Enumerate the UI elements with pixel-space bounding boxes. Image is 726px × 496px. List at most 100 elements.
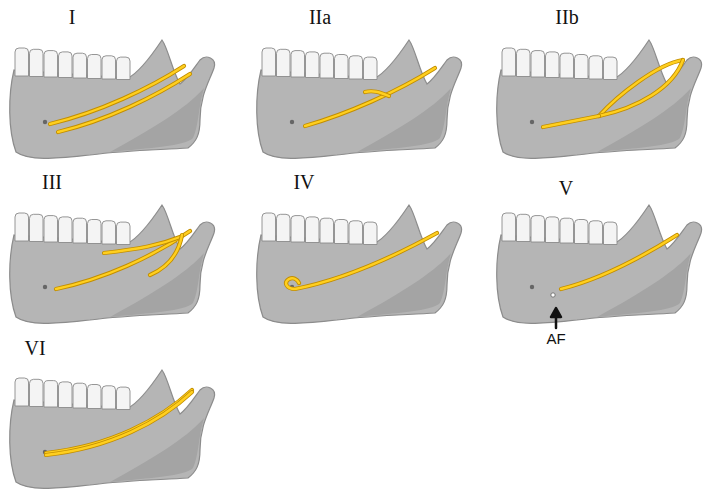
tooth	[15, 378, 29, 406]
mandible	[10, 40, 215, 158]
nerve-canal	[599, 60, 683, 116]
nerve-canal	[46, 390, 192, 453]
tooth	[364, 222, 378, 244]
variant-label: IIb	[555, 6, 578, 28]
nerve-canal-outline	[305, 68, 435, 126]
nerve-canal	[543, 116, 599, 127]
tooth	[44, 381, 58, 407]
tooth	[364, 57, 378, 79]
mandible	[497, 205, 702, 328]
nerve-canal	[46, 392, 192, 455]
tooth	[335, 55, 349, 79]
mandible	[10, 370, 215, 488]
tooth	[560, 53, 574, 78]
tooth	[291, 216, 305, 242]
nerve-canal	[50, 66, 184, 124]
nerve-canal	[599, 60, 683, 116]
tooth	[102, 386, 116, 409]
mandible	[257, 40, 462, 158]
variant-label: III	[42, 171, 62, 193]
nerve-canal-outline	[150, 235, 182, 275]
mandible-bone	[497, 205, 702, 323]
tooth	[546, 217, 560, 243]
tooth	[335, 220, 349, 244]
variant-label: IIa	[309, 6, 331, 28]
mandible	[257, 205, 462, 323]
mental-foramen	[530, 285, 534, 289]
mental-foramen	[530, 120, 534, 124]
accessory-foramen	[551, 293, 555, 297]
tooth	[30, 49, 44, 76]
mandible	[497, 40, 702, 158]
tooth	[277, 214, 291, 241]
nerve-canal-outline	[46, 392, 192, 455]
nerve-canal	[286, 233, 437, 289]
nerve-canal	[150, 235, 182, 275]
tooth	[15, 48, 29, 76]
bone-shadow	[110, 253, 204, 317]
tooth	[320, 53, 334, 78]
tooth	[59, 52, 73, 78]
variant-label: VI	[24, 337, 45, 359]
mental-foramen	[43, 285, 47, 289]
mandible-bone	[10, 205, 215, 323]
tooth	[73, 53, 87, 78]
tooth	[88, 220, 102, 244]
nerve-canal-outline	[599, 60, 683, 116]
nerve-canal-outline	[50, 66, 184, 124]
nerve-canal	[104, 237, 180, 253]
tooth	[30, 214, 44, 241]
tooth	[575, 220, 589, 244]
tooth	[117, 222, 131, 244]
nerve-canal	[305, 68, 435, 126]
bone-shadow	[357, 253, 451, 317]
mandible-bone	[497, 40, 702, 158]
tooth	[102, 56, 116, 79]
tooth	[102, 221, 116, 244]
bone-shadow	[597, 253, 691, 317]
tooth	[502, 213, 516, 241]
tooth	[589, 56, 603, 79]
tooth	[306, 52, 320, 78]
mandible	[10, 205, 215, 323]
tooth	[306, 217, 320, 243]
nerve-canal	[365, 91, 389, 96]
tooth	[15, 213, 29, 241]
tooth	[575, 55, 589, 79]
nerve-canal	[561, 235, 677, 289]
tooth	[88, 385, 102, 409]
nerve-canal-outline	[46, 390, 192, 453]
nerve-canal	[58, 74, 190, 132]
tooth	[320, 218, 334, 243]
tooth	[44, 216, 58, 242]
tooth	[546, 52, 560, 78]
nerve-canal	[56, 231, 190, 289]
pointer-arrow	[551, 308, 561, 328]
tooth	[291, 51, 305, 77]
nerve-canal-outline	[543, 116, 599, 127]
nerve-canal-outline	[599, 60, 683, 116]
tooth	[517, 49, 531, 76]
tooth	[117, 57, 131, 79]
tooth	[59, 217, 73, 243]
tooth	[88, 55, 102, 79]
tooth	[262, 213, 276, 241]
tooth	[531, 51, 545, 77]
nerve-canal-outline	[58, 74, 190, 132]
tooth	[44, 51, 58, 77]
mandible-bone	[257, 40, 462, 158]
tooth	[502, 48, 516, 76]
tooth	[604, 57, 618, 79]
nerve-canal-outline	[104, 237, 180, 253]
bone-shadow	[357, 88, 451, 152]
tooth	[117, 387, 131, 409]
nerve-canal-outline	[365, 91, 389, 96]
variant-label: V	[559, 177, 573, 199]
tooth	[517, 214, 531, 241]
tooth	[349, 56, 363, 79]
variant-label: IV	[293, 171, 314, 193]
tooth	[73, 383, 87, 408]
mandible-bone	[10, 370, 215, 488]
